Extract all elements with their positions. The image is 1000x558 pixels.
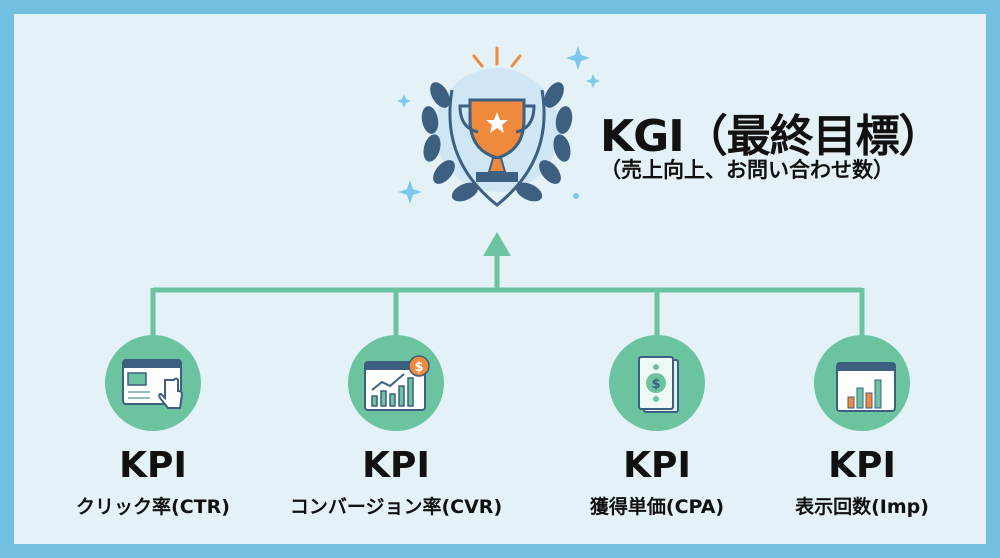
svg-text:$: $ [414, 360, 423, 375]
kpi-icon-click [105, 335, 201, 431]
kgi-subtitle: （売上向上、お問い合わせ数） [600, 158, 894, 182]
svg-text:$: $ [651, 377, 660, 392]
kpi-label: KPI [623, 445, 691, 486]
trophy-laurel-icon [421, 46, 573, 207]
connector-lines [150, 252, 865, 340]
kpi-label: KPI [828, 445, 896, 486]
kpi-metric: 獲得単価(CPA) [589, 496, 725, 518]
kpi-metric: コンバージョン率(CVR) [289, 496, 503, 518]
kpi-imp: KPI 表示回数(Imp) [732, 446, 992, 519]
kpi-metric: クリック率(CTR) [76, 496, 230, 518]
sparkle-icons [397, 46, 600, 204]
kpi-icon-banknote: $ [609, 335, 705, 431]
kpi-label: KPI [362, 445, 430, 486]
star-icon [486, 112, 508, 133]
kpi-cpa: KPI 獲得単価(CPA) [527, 446, 787, 519]
kpi-cvr: KPI コンバージョン率(CVR) [266, 446, 526, 519]
kpi-ctr: KPI クリック率(CTR) [23, 446, 283, 519]
kpi-label: KPI [119, 445, 187, 486]
kgi-title: KGI（最終目標） [600, 111, 943, 162]
kpi-icon-conversion: $ [348, 335, 444, 431]
kpi-icon-impressions [814, 335, 910, 431]
up-arrow-icon [483, 232, 511, 256]
kpi-metric: 表示回数(Imp) [795, 496, 929, 518]
